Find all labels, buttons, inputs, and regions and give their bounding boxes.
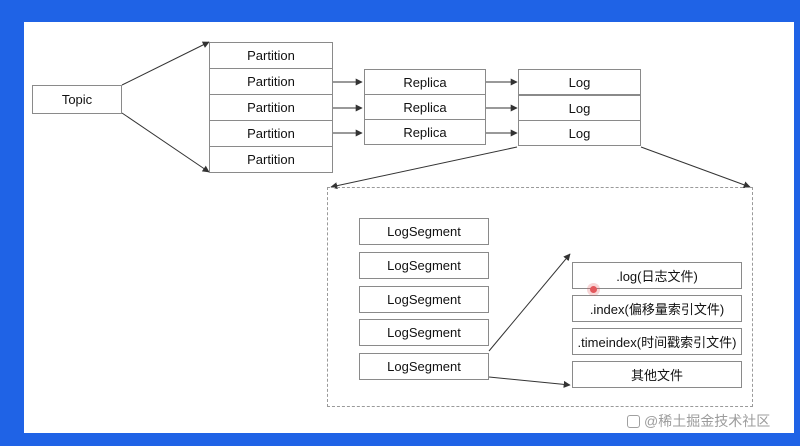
logsegment-box: LogSegment (359, 353, 489, 380)
cursor-highlight (590, 286, 597, 293)
arrow-log-to-segments-left (330, 146, 518, 190)
replica-box: Replica (364, 69, 486, 95)
replica-box: Replica (364, 94, 486, 120)
log-box: Log (518, 120, 641, 146)
logsegment-box: LogSegment (359, 252, 489, 279)
partition-box: Partition (209, 68, 333, 95)
watermark-text: @稀土掘金技术社区 (644, 413, 771, 429)
logsegment-box: LogSegment (359, 286, 489, 313)
topic-box: Topic (32, 85, 122, 114)
arrow-topic-to-first-partition (121, 41, 210, 86)
file-box-timeindex: .timeindex(时间戳索引文件) (572, 328, 742, 355)
diagram-canvas: Topic Partition Partition Partition Part… (24, 22, 794, 433)
watermark: @稀土掘金技术社区 (627, 411, 770, 431)
arrow-log-to-segments-right (640, 146, 751, 189)
log-box: Log (518, 69, 641, 95)
log-box: Log (518, 95, 641, 121)
partition-box: Partition (209, 42, 333, 69)
partition-box: Partition (209, 94, 333, 121)
log-detail-container (327, 187, 753, 407)
arrow-topic-to-last-partition (121, 112, 210, 173)
logsegment-box: LogSegment (359, 218, 489, 245)
logsegment-box: LogSegment (359, 319, 489, 346)
partition-box: Partition (209, 146, 333, 173)
replica-box: Replica (364, 119, 486, 145)
file-box-log: .log(日志文件) (572, 262, 742, 289)
file-box-index: .index(偏移量索引文件) (572, 295, 742, 322)
juejin-logo-icon (627, 414, 640, 428)
file-box-other: 其他文件 (572, 361, 742, 388)
partition-box: Partition (209, 120, 333, 147)
